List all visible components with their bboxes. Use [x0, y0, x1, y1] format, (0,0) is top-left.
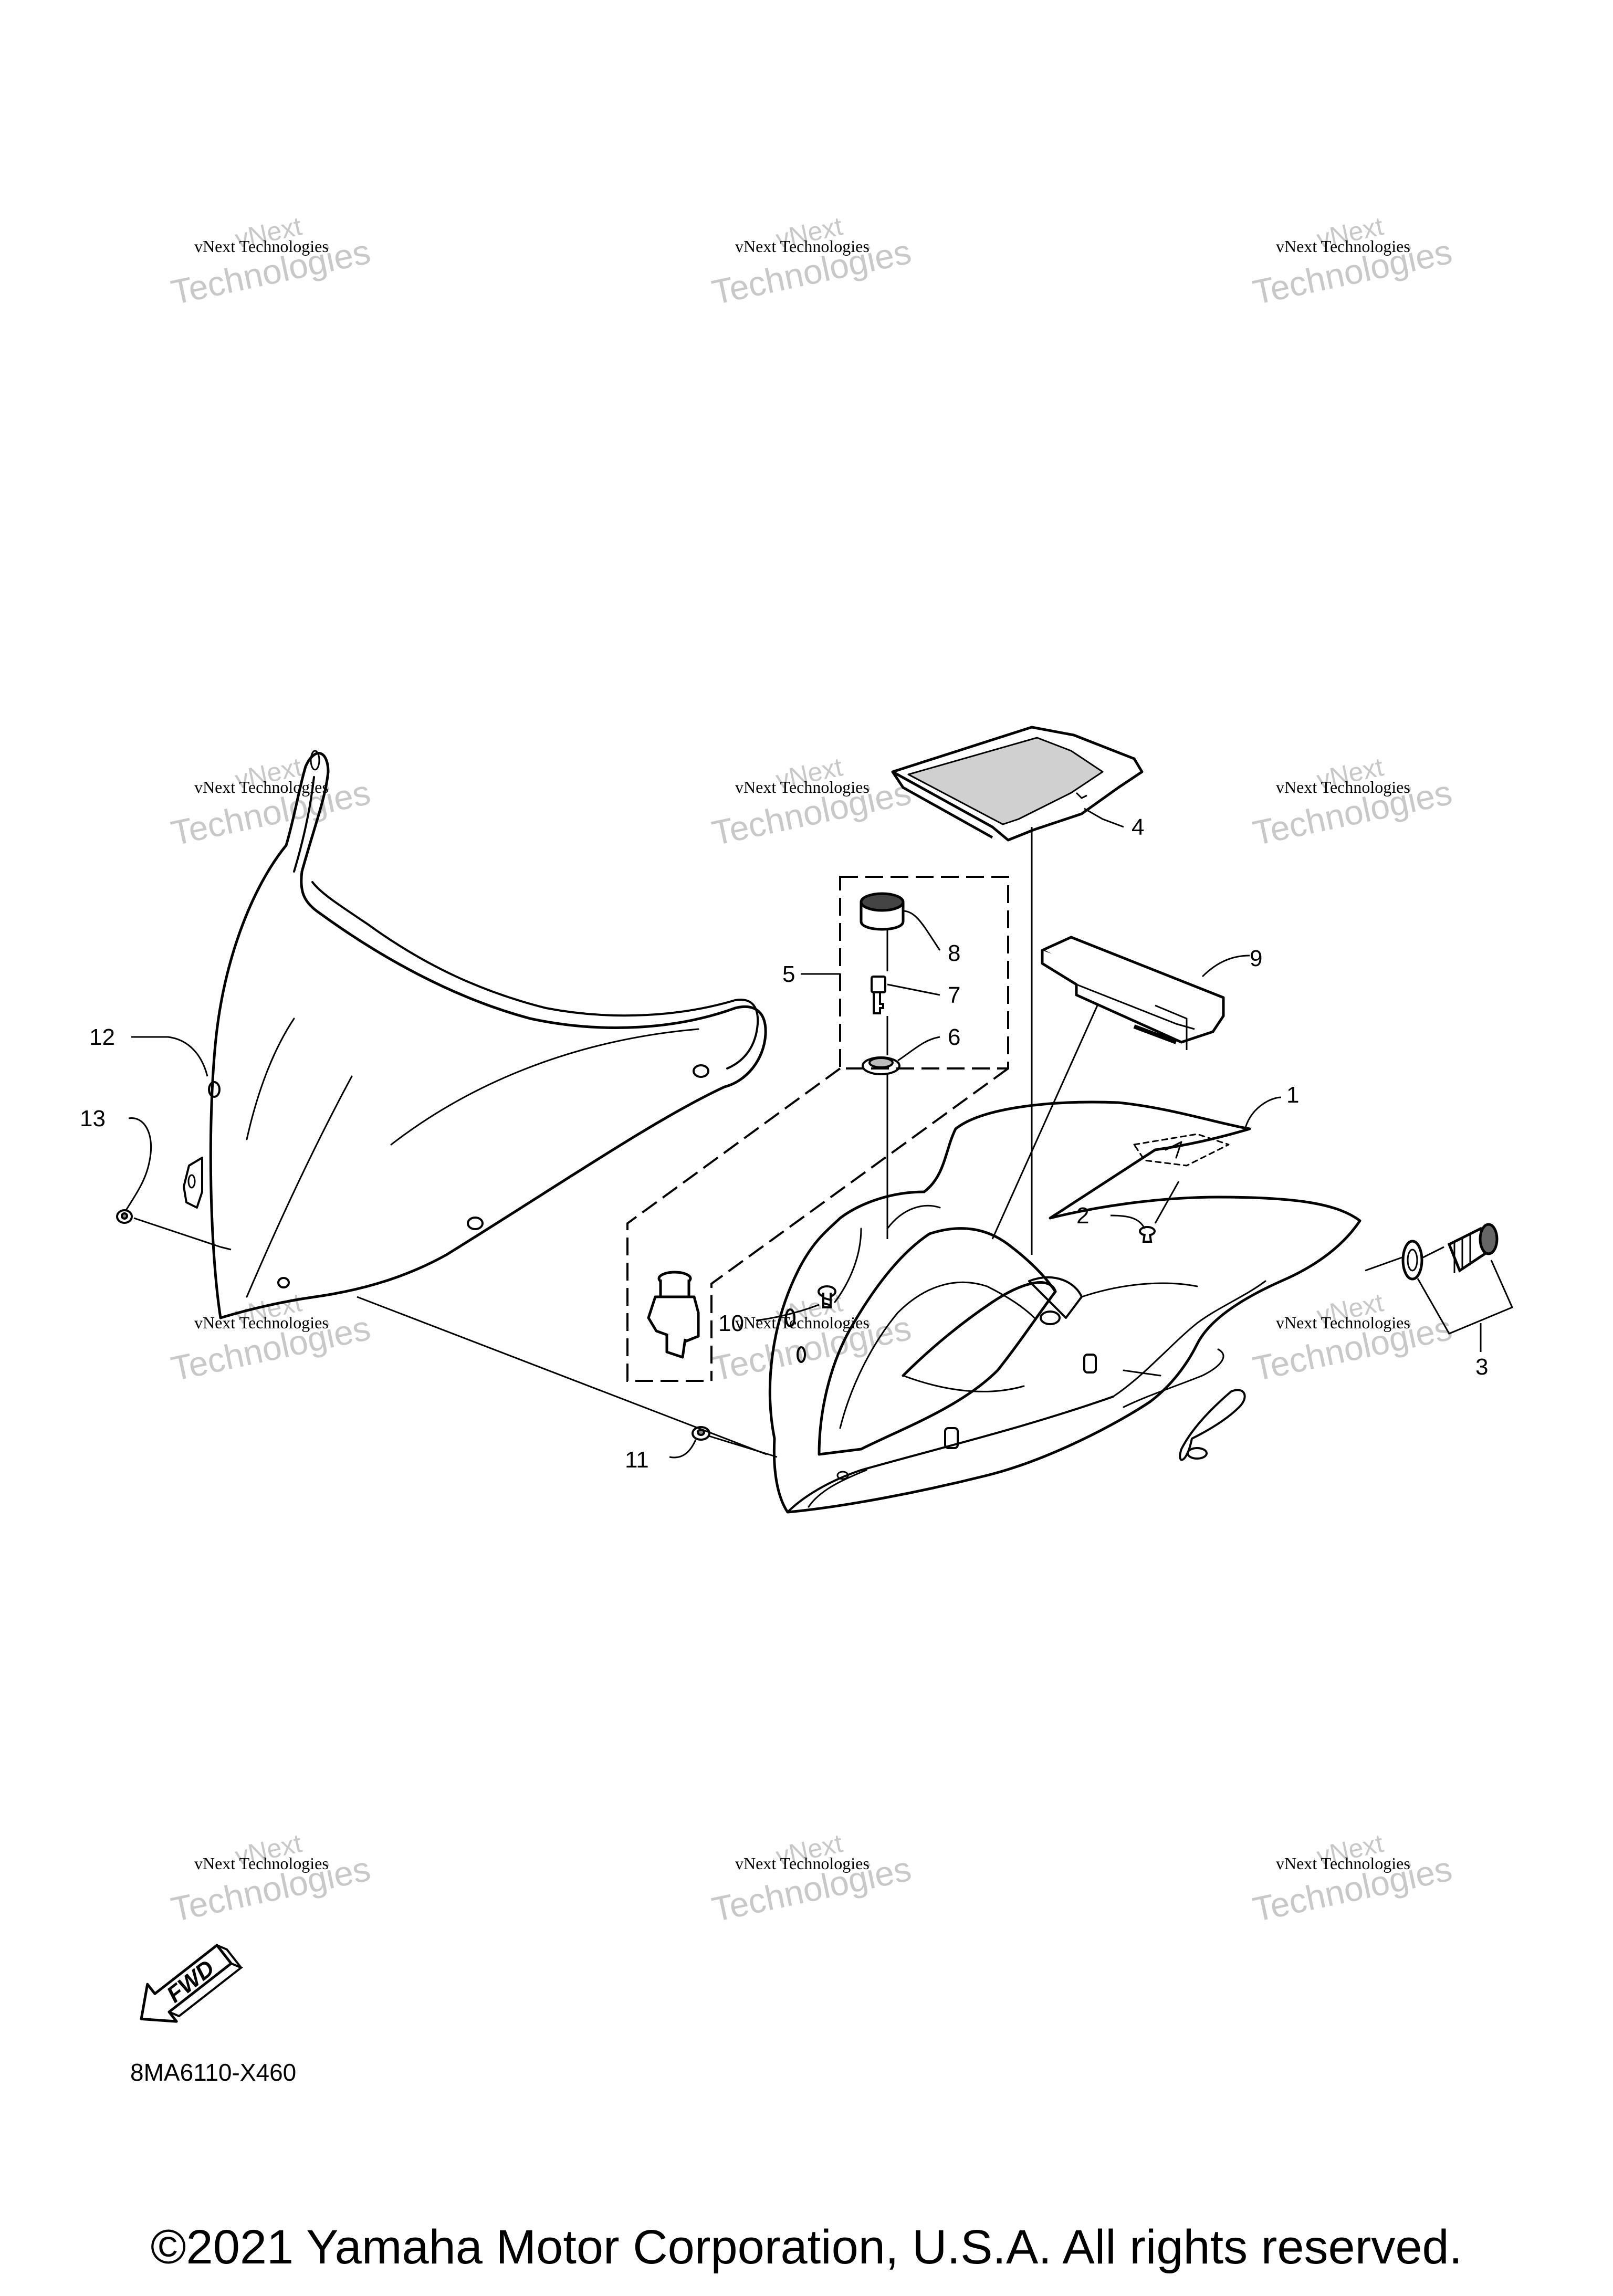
- callout-12: 12: [89, 1024, 115, 1050]
- watermark-small: vNext Technologies: [735, 1313, 870, 1332]
- watermark-small: vNext Technologies: [735, 778, 870, 796]
- panel-part-4: [891, 726, 1144, 842]
- callout-6: 6: [948, 1024, 960, 1050]
- callout-1: 1: [1286, 1082, 1299, 1108]
- callout-4: 4: [1132, 814, 1144, 840]
- callout-7: 7: [948, 982, 960, 1008]
- callout-10: 10: [718, 1310, 744, 1336]
- callout-11: 11: [625, 1447, 649, 1473]
- nut-part-13: [116, 1209, 133, 1224]
- watermark-small: vNext Technologies: [1276, 1313, 1410, 1332]
- watermark-small: vNext Technologies: [194, 237, 329, 256]
- watermark-small: vNext Technologies: [735, 237, 870, 256]
- lock-assembly-part-5: [626, 876, 1009, 1382]
- watermark: Technologies vNext vNext Technologies Te…: [167, 211, 1455, 1929]
- callout-labels: 1 2 3 4 5 6 7 8 9 10 11 12 13: [80, 814, 1488, 1473]
- callout-3: 3: [1475, 1354, 1488, 1380]
- leader-lines: [125, 808, 1513, 1459]
- cap-part-8: [860, 892, 905, 931]
- callout-5: 5: [782, 961, 795, 987]
- fwd-arrow-icon: FWD: [140, 1944, 244, 2023]
- callout-13: 13: [80, 1106, 106, 1131]
- watermark-small: vNext Technologies: [1276, 237, 1410, 256]
- key-part-7: [871, 976, 886, 1014]
- windshield-part-12: [183, 750, 767, 1319]
- cowling-part-1: [768, 1100, 1361, 1514]
- diagram-code: 8MA6110-X460: [130, 2059, 297, 2086]
- screw-part-10: [818, 1285, 836, 1308]
- watermark-small: vNext Technologies: [1276, 778, 1410, 796]
- fastener-part-2: [1139, 1226, 1156, 1243]
- socket-part-3: [1401, 1223, 1499, 1281]
- watermark-small: vNext Technologies: [1276, 1854, 1410, 1873]
- callout-9: 9: [1250, 946, 1262, 971]
- switch-body: [647, 1271, 700, 1359]
- copyright-notice: ©2021 Yamaha Motor Corporation, U.S.A. A…: [150, 2220, 1463, 2274]
- watermark-small: vNext Technologies: [194, 1313, 329, 1332]
- callout-2: 2: [1076, 1203, 1089, 1229]
- unit-part-9: [1041, 936, 1225, 1050]
- callout-8: 8: [948, 940, 960, 966]
- watermark-small: vNext Technologies: [735, 1854, 870, 1873]
- watermark-small: vNext Technologies: [194, 778, 329, 796]
- grommet-part-6: [862, 1056, 900, 1075]
- watermark-small: vNext Technologies: [194, 1854, 329, 1873]
